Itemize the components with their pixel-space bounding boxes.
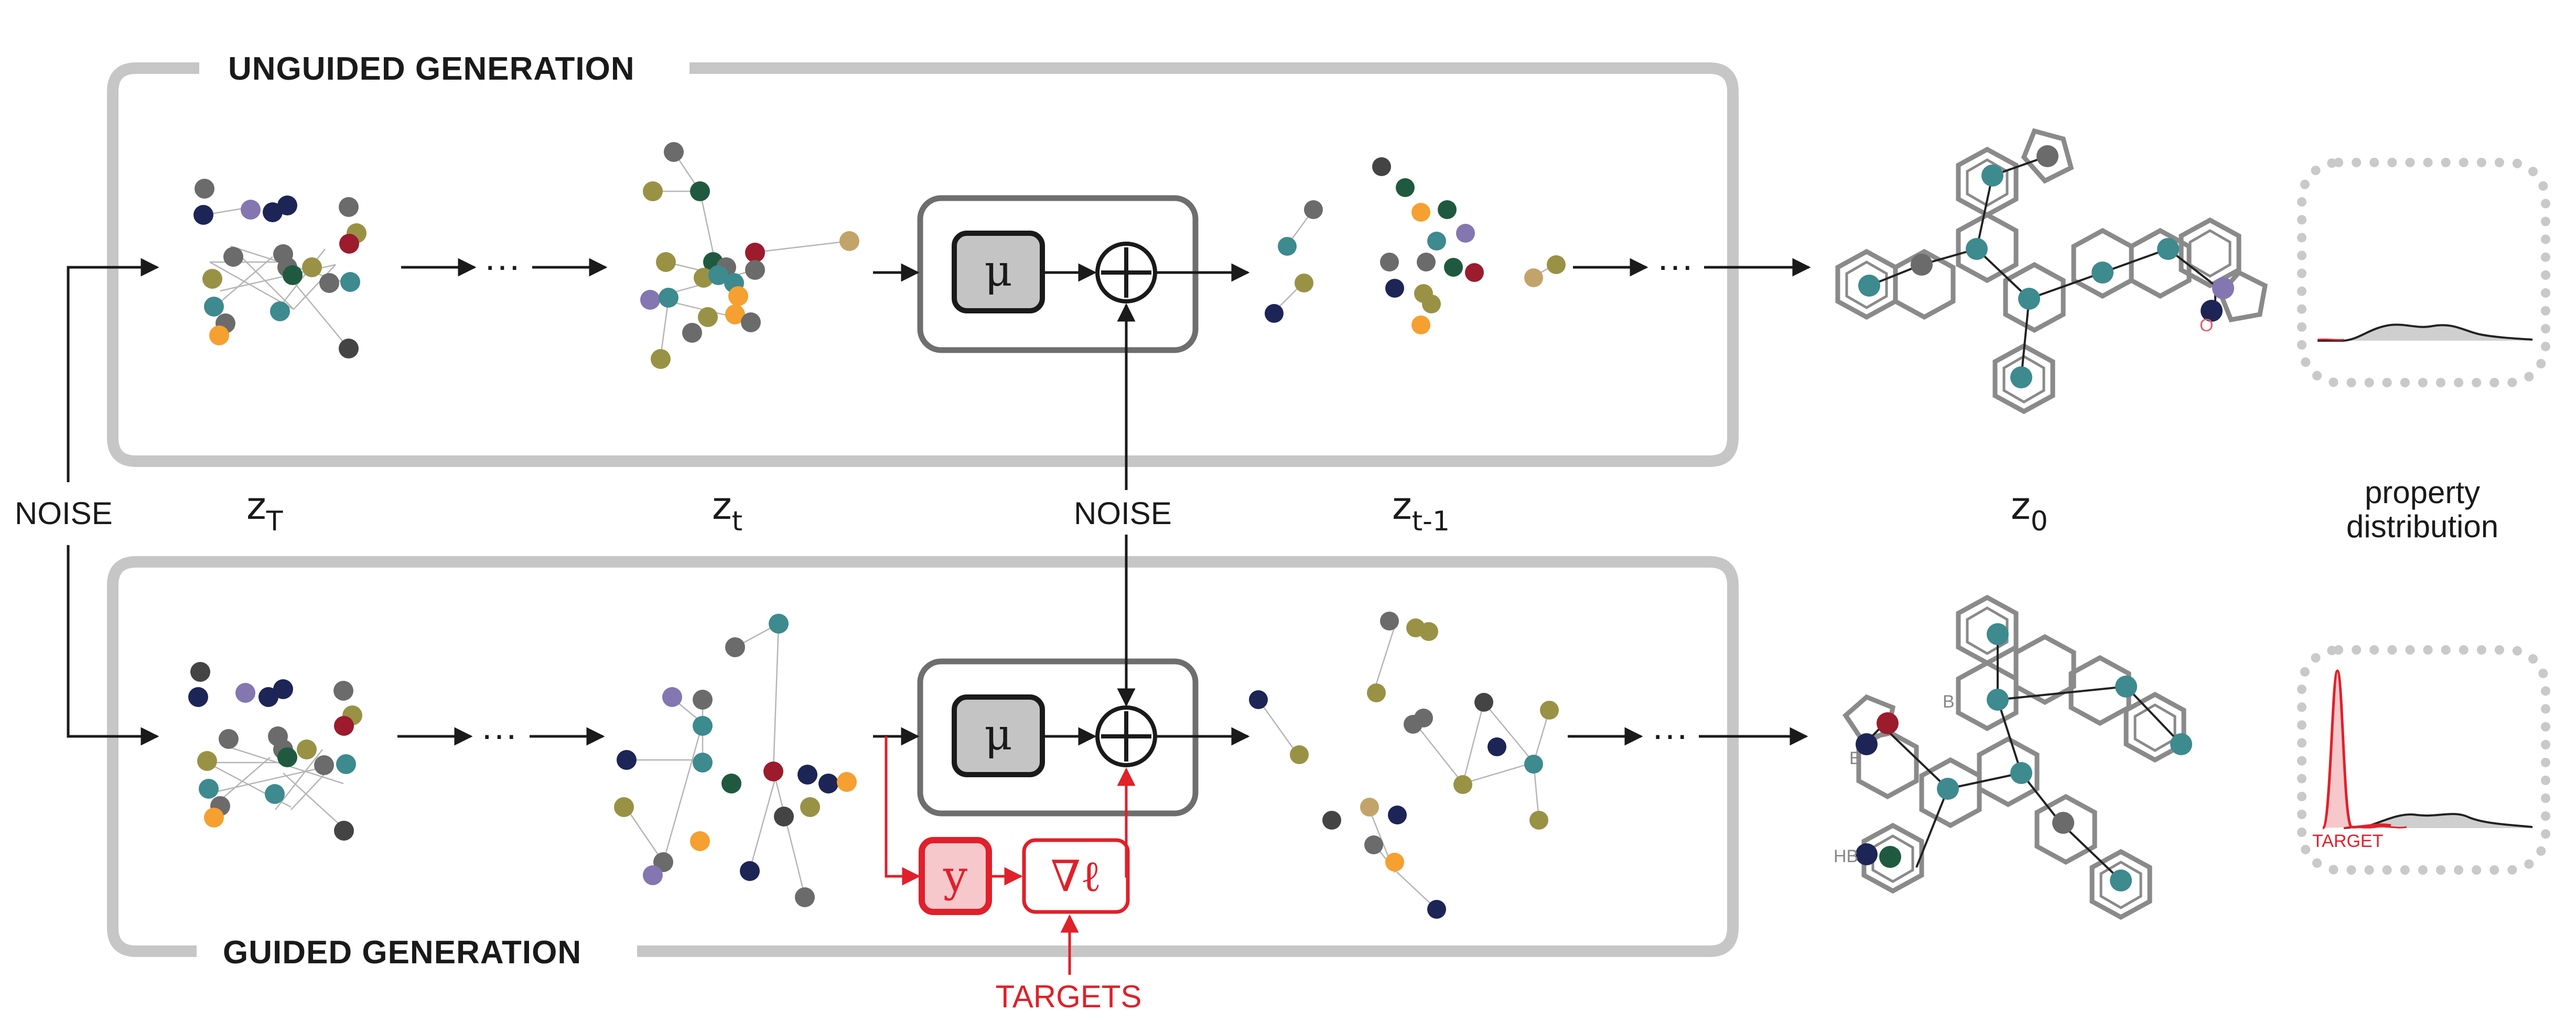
targets-label: TARGETS [996, 979, 1142, 1014]
target-small-label: TARGET [2312, 831, 2383, 851]
molecule-bottom: B B HB [1834, 594, 2192, 920]
property-box-top [2297, 158, 2550, 387]
mu-label-bottom: μ [984, 710, 1012, 760]
mu-label-top: μ [984, 246, 1012, 296]
z-t-minus-1-label: zt-1 [1392, 484, 1450, 537]
atom-label-b1: B [1943, 692, 1955, 712]
cluster-zt1-top [1265, 157, 1566, 334]
cluster-zt-bottom [614, 614, 857, 907]
guidance-block: y ∇ℓ [919, 837, 1130, 915]
ellipsis-top-2: ··· [1657, 245, 1694, 286]
unguided-panel: UNGUIDED GENERATION [107, 51, 1739, 467]
cluster-zT-top [193, 179, 367, 358]
atom-label-hb: HB [1834, 846, 1858, 866]
guided-panel: GUIDED GENERATION [107, 556, 1739, 971]
atom-label-b2: B [1849, 748, 1861, 768]
noise-left-label: NOISE [15, 496, 113, 531]
z-t-label: zt [712, 484, 742, 537]
model-block-bottom: μ [917, 658, 1199, 817]
atom-label-o: O [2200, 316, 2213, 335]
y-label: y [943, 852, 968, 901]
ellipsis-bottom-1: ··· [481, 714, 518, 755]
noise-center-label: NOISE [1074, 496, 1172, 531]
property-label-line2: distribution [2346, 509, 2498, 544]
property-label-line1: property [2365, 475, 2480, 510]
ellipsis-bottom-2: ··· [1652, 714, 1688, 755]
guided-title: GUIDED GENERATION [223, 934, 581, 971]
z-T-label: zT [246, 484, 283, 537]
model-block-top: μ [917, 195, 1199, 353]
unguided-title: UNGUIDED GENERATION [228, 51, 635, 87]
molecule-top: O [1835, 128, 2268, 415]
grad-loss-label: ∇ℓ [1051, 852, 1102, 901]
cluster-zT-bottom [188, 662, 362, 841]
cluster-zt-top [640, 142, 859, 369]
z-0-label: z0 [2011, 484, 2048, 537]
ellipsis-top-1: ··· [484, 245, 521, 286]
arrows [67, 258, 1811, 975]
property-box-bottom: TARGET [2297, 645, 2550, 875]
cluster-zt1-bottom [1249, 612, 1559, 919]
